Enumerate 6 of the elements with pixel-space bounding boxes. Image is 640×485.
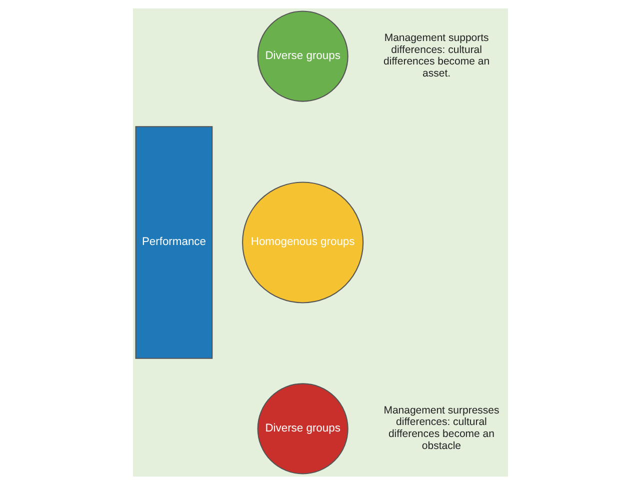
node-label: Management surpresses differences: cultural differences become an obstacle — [383, 404, 499, 452]
node-label: Management supports differences: cultural differences become an asset. — [383, 32, 490, 80]
node-circle: Diverse groups — [256, 383, 348, 474]
node-circle: Diverse groups — [256, 10, 348, 102]
node-box: Performance — [134, 126, 212, 359]
node-circle: Homogenous groups — [242, 182, 364, 304]
